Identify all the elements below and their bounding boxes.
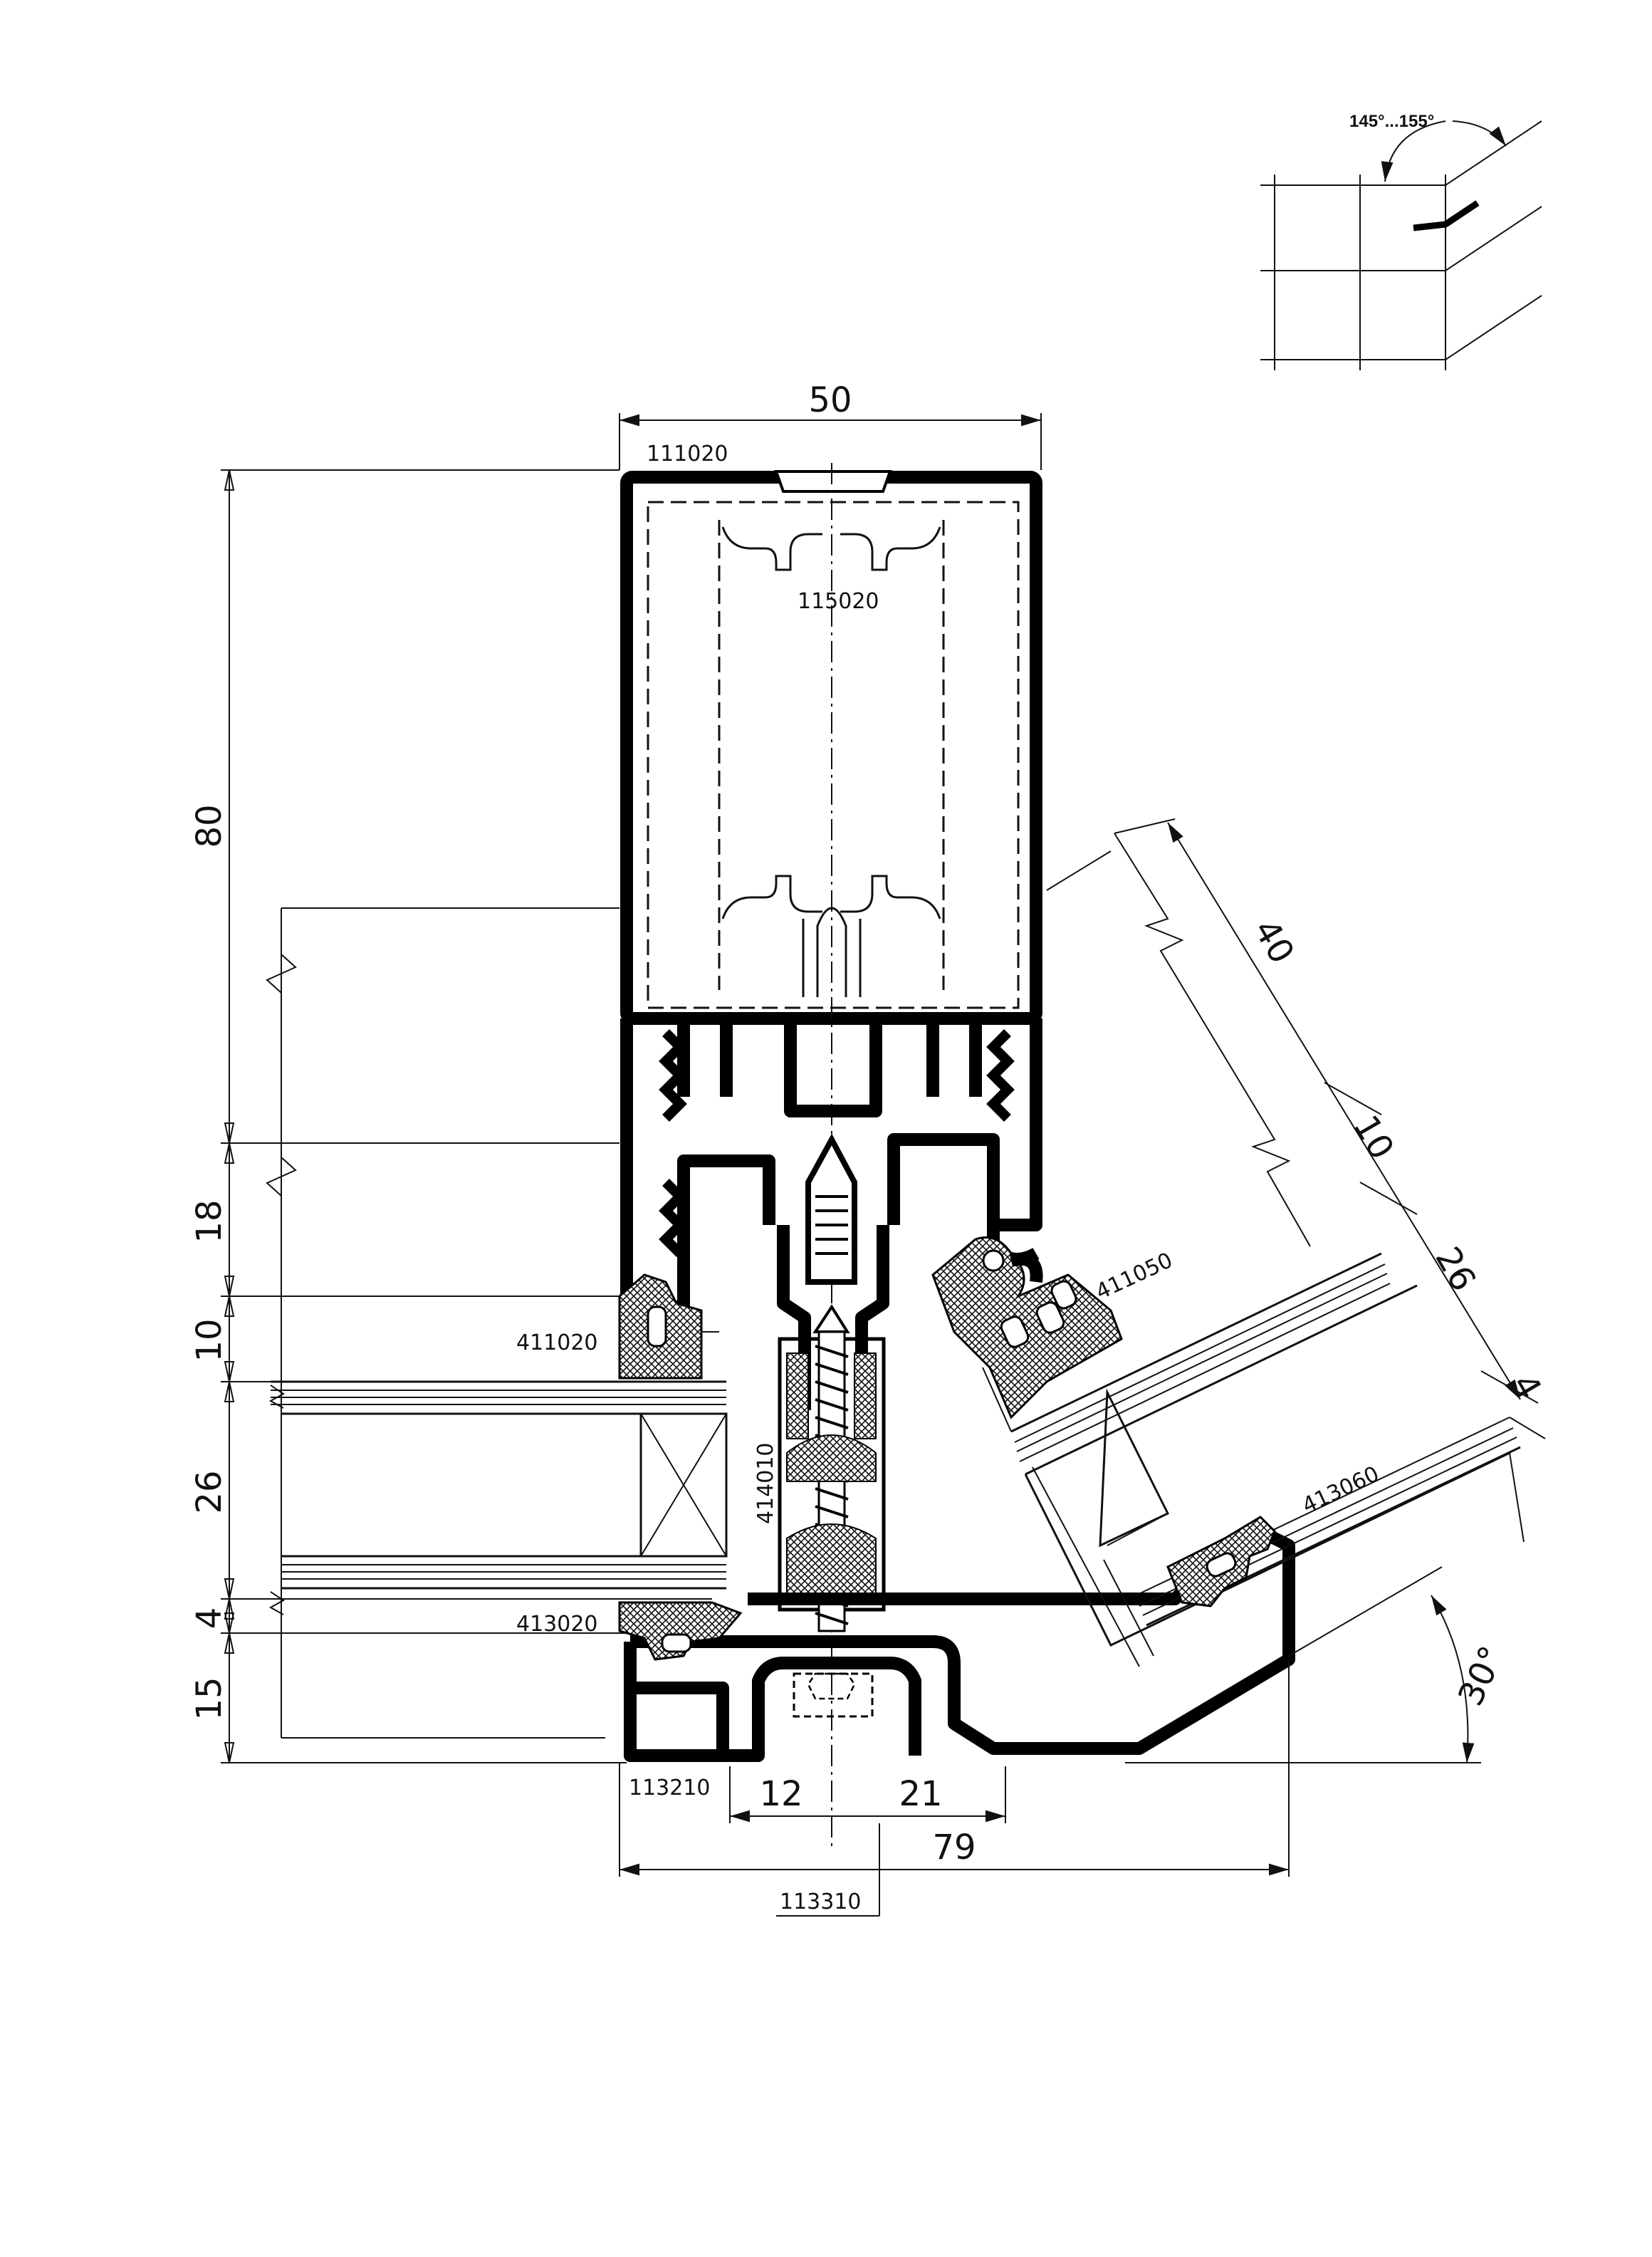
dim-angle-30: 30°	[1450, 1640, 1512, 1712]
left-glazing-unit	[266, 907, 728, 1739]
inset-angle-label: 145°...155°	[1349, 112, 1434, 131]
inset-diagram: 145°...155°	[1260, 112, 1542, 370]
dim-diag-10: 10	[1345, 1109, 1401, 1167]
label-411050: 411050	[1092, 1248, 1177, 1305]
label-113310: 113310	[780, 1889, 862, 1914]
label-111020: 111020	[647, 442, 728, 466]
dim-15: 15	[189, 1677, 229, 1720]
diagonal-dimensions: 40 10 26 4	[1114, 818, 1549, 1543]
top-width-dimension: 50	[619, 380, 1042, 470]
dim-21: 21	[899, 1774, 942, 1814]
dim-4: 4	[189, 1607, 229, 1630]
dim-12: 12	[759, 1774, 803, 1814]
dim-diag-40: 40	[1245, 913, 1302, 971]
gasket-411050	[931, 1236, 1123, 1419]
reinforcement-profile	[647, 501, 1020, 1009]
gasket-413020	[618, 1601, 743, 1661]
label-411020: 411020	[516, 1330, 598, 1355]
label-413020: 413020	[516, 1612, 598, 1637]
dim-18: 18	[189, 1199, 229, 1243]
dim-50: 50	[808, 380, 852, 420]
dim-10: 10	[189, 1318, 229, 1362]
dim-diag-26: 26	[1427, 1241, 1483, 1298]
screw-clamp	[778, 1304, 886, 1632]
label-115020: 115020	[798, 589, 879, 614]
label-414010: 414010	[753, 1442, 778, 1524]
label-113210: 113210	[629, 1776, 711, 1800]
pressure-plate	[624, 1528, 1295, 1762]
dim-80: 80	[189, 804, 229, 848]
dim-26: 26	[189, 1470, 229, 1513]
dim-79: 79	[932, 1828, 976, 1867]
gasket-411020	[618, 1273, 719, 1380]
left-dimension-chain: 80 18 10 26 4 15	[189, 469, 712, 1763]
bottom-dimensions: 12 21 79	[619, 1659, 1290, 1917]
gasket-413060	[1166, 1516, 1276, 1607]
dim-diag-4: 4	[1504, 1367, 1549, 1406]
